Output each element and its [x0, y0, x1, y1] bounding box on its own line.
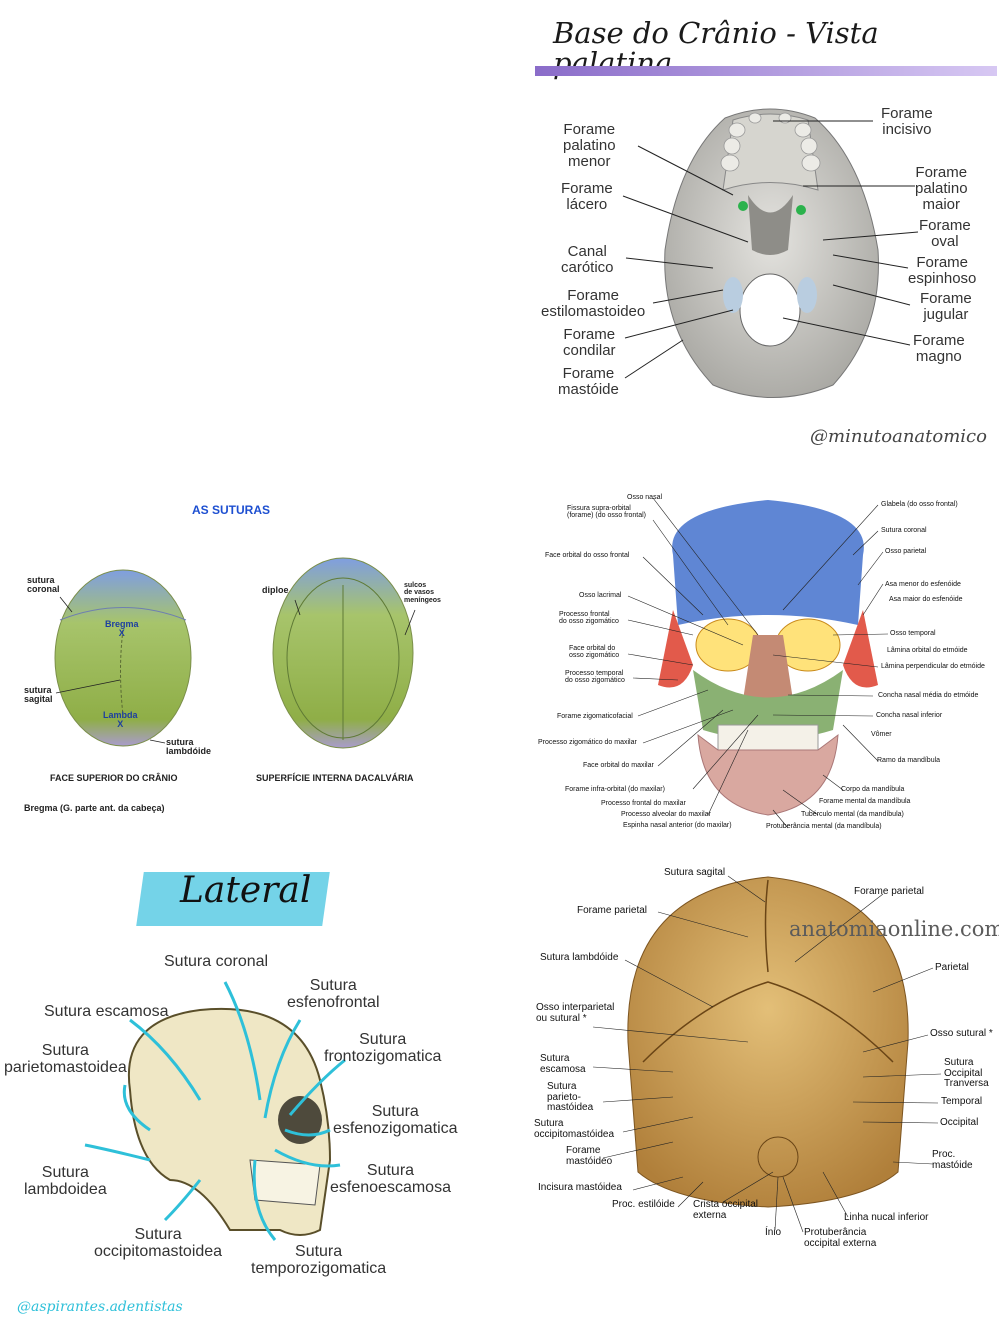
- anterior-label-osso-parietal: Osso parietal: [885, 548, 927, 555]
- suturas-footnote: Bregma (G. parte ant. da cabeça): [24, 803, 165, 813]
- posterior-label-inio: Ínio: [765, 1227, 782, 1238]
- anterior-skull-illustration: [627, 497, 889, 829]
- anterior-label-osso-lacrimal: Osso lacrimal: [579, 592, 622, 599]
- anterior-label-protuberancia-mental: Protuberância mental (da mandíbula): [766, 823, 882, 830]
- posterior-label-osso-interparietal: Osso interparietal ou sutural *: [536, 1002, 615, 1024]
- posterior-label-proc-mastoide: Proc. mastóide: [932, 1149, 973, 1171]
- palatina-label-forame-palatino-menor: Forame palatino menor: [563, 121, 616, 170]
- suturas-illustration: [54, 557, 416, 749]
- palatina-panel: Base do Crânio - Vista palatina: [533, 0, 999, 470]
- posterior-label-forame-parietal-l: Forame parietal: [577, 905, 648, 916]
- posterior-label-protuberancia-occ: Protuberância occipital externa: [804, 1227, 877, 1249]
- lateral-label-sutura-esfenozigomatica: Sutura esfenozigomatica: [333, 1103, 458, 1137]
- lateral-label-sutura-parietomastoidea: Sutura parietomastoidea: [4, 1042, 127, 1076]
- anterior-label-proc-temporal-zig: Processo temporal do osso zigomático: [565, 670, 625, 685]
- anterior-label-concha-media: Concha nasal média do etmóide: [878, 692, 979, 699]
- anterior-label-forame-mental: Forame mental da mandíbula: [819, 798, 911, 805]
- suturas-label-sagital: sutura sagital: [24, 685, 53, 705]
- posterior-label-sutura-sagital: Sutura sagital: [664, 867, 726, 878]
- suturas-label-sulcos: sulcos de vasos meníngeos: [404, 582, 441, 604]
- posterior-label-sutura-parieto: Sutura parieto- mastóidea: [547, 1081, 594, 1113]
- anterior-label-proc-frontal-maxilar: Processo frontal do maxilar: [601, 800, 686, 807]
- palatina-label-forame-palatino-maior: Forame palatino maior: [915, 164, 968, 213]
- anterior-label-glabela: Glabela (do osso frontal): [881, 501, 958, 508]
- anterior-label-forame-zigomatico: Forame zigomaticofacial: [557, 713, 633, 720]
- suturas-panel: AS SUTURAS sutura coronal Bregma X sutur…: [0, 490, 480, 830]
- anterior-label-fissura: Fissura supra-orbital (forame) (do osso …: [567, 505, 646, 520]
- posterior-watermark: anatomiaonline.com: [789, 917, 999, 941]
- palatina-label-forame-oval: Forame oval: [919, 217, 971, 250]
- anterior-panel: Osso nasal Fissura supra-orbital (forame…: [533, 485, 999, 840]
- suturas-label-coronal: sutura coronal: [27, 575, 60, 595]
- posterior-label-temporal: Temporal: [941, 1096, 983, 1107]
- posterior-label-parietal: Parietal: [935, 962, 969, 973]
- anterior-label-corpo-mandibula: Corpo da mandíbula: [841, 786, 905, 793]
- anterior-label-asa-maior: Asa maior do esfenóide: [889, 596, 963, 603]
- lateral-skull-illustration: [84, 981, 346, 1241]
- palatina-skull-illustration: [622, 108, 919, 398]
- anterior-label-espinha-nasal: Espinha nasal anterior (do maxilar): [623, 822, 732, 829]
- palatina-label-forame-condilar: Forame condilar: [563, 326, 616, 359]
- palatina-label-forame-lacero: Forame lácero: [561, 180, 613, 213]
- palatina-label-forame-jugular: Forame jugular: [920, 290, 972, 323]
- anterior-label-face-orbital-frontal: Face orbital do osso frontal: [545, 552, 630, 559]
- posterior-label-sutura-occipito: Sutura occipitomastóidea: [534, 1118, 615, 1140]
- anterior-label-concha-inferior: Concha nasal inferior: [876, 712, 943, 719]
- anterior-label-proc-zig-maxilar: Processo zigomático do maxilar: [538, 739, 637, 746]
- posterior-panel: anatomiaonline.com Sutura sagital Forame…: [533, 862, 999, 1262]
- lateral-panel: Lateral Sutura coronal Sutura esfenofron…: [0, 860, 480, 1327]
- anterior-label-osso-temporal: Osso temporal: [890, 630, 936, 637]
- lateral-label-sutura-esfenofrontal: Sutura esfenofrontal: [287, 977, 380, 1011]
- lateral-label-sutura-lambdoidea: Sutura lambdoidea: [24, 1164, 107, 1198]
- lateral-title: Lateral: [180, 870, 312, 911]
- anterior-label-vomer: Vômer: [871, 731, 892, 738]
- suturas-label-bregma: Bregma X: [105, 619, 139, 639]
- anterior-label-forame-infra: Forame infra-orbital (do maxilar): [565, 786, 665, 793]
- palatina-label-forame-estilomastoideo: Forame estilomastoideo: [541, 287, 646, 320]
- anterior-label-proc-frontal-zig: Processo frontal do osso zigomático: [559, 611, 619, 626]
- posterior-label-sutura-occ-transv: Sutura Occipital Tranversa: [944, 1057, 989, 1089]
- palatina-label-forame-mastoide: Forame mastóide: [558, 365, 619, 398]
- lateral-label-sutura-temporozigomatica: Sutura temporozigomatica: [251, 1243, 387, 1277]
- suturas-label-lambdoide: sutura lambdóide: [166, 737, 212, 757]
- palatina-watermark: @minutoanatomico: [810, 426, 987, 447]
- posterior-label-linha-nucal: Linha nucal inferior: [844, 1212, 929, 1223]
- lateral-label-sutura-occipitomastoidea: Sutura occipitomastoidea: [94, 1226, 223, 1260]
- posterior-label-forame-mastoideo: Forame mastóideo: [566, 1145, 613, 1167]
- posterior-label-sutura-escamosa: Sutura escamosa: [540, 1053, 586, 1075]
- palatina-label-forame-incisivo: Forame incisivo: [881, 105, 933, 138]
- anterior-label-ramo-mandibula: Ramo da mandíbula: [877, 757, 941, 764]
- anterior-label-lamina-perp: Lâmina perpendicular do etmóide: [881, 663, 985, 670]
- lateral-label-sutura-escamosa: Sutura escamosa: [44, 1003, 169, 1020]
- suturas-left-caption: FACE SUPERIOR DO CRÂNIO: [50, 773, 178, 783]
- anterior-label-asa-menor: Asa menor do esfenóide: [885, 581, 961, 588]
- posterior-label-proc-estiloide: Proc. estilóide: [612, 1199, 675, 1210]
- anterior-label-face-orbital-zig: Face orbital do osso zigomático: [569, 645, 620, 660]
- anterior-label-tuberculo: Tubérculo mental (da mandíbula): [801, 811, 904, 818]
- posterior-label-sutura-lambdoide: Sutura lambdóide: [540, 952, 619, 963]
- palatina-label-forame-espinhoso: Forame espinhoso: [908, 254, 977, 287]
- anterior-label-lamina-orbital: Lâmina orbital do etmóide: [887, 647, 968, 654]
- anterior-label-proc-alveolar: Processo alveolar do maxilar: [621, 811, 711, 818]
- lateral-label-sutura-esfenoescamosa: Sutura esfenoescamosa: [330, 1162, 451, 1196]
- suturas-right-caption: SUPERFÍCIE INTERNA DACALVÁRIA: [256, 773, 414, 783]
- posterior-label-occipital: Occipital: [940, 1117, 979, 1128]
- posterior-skull-illustration: [592, 875, 942, 1233]
- posterior-label-forame-parietal-r: Forame parietal: [854, 886, 925, 897]
- suturas-label-lambda: Lambda X: [103, 710, 138, 730]
- suturas-label-diploe: diploe: [262, 585, 289, 595]
- anterior-label-face-orbital-maxilar: Face orbital do maxilar: [583, 762, 654, 769]
- posterior-label-osso-sutural: Osso sutural *: [930, 1028, 993, 1039]
- palatina-label-forame-magno: Forame magno: [913, 332, 965, 365]
- suturas-title: AS SUTURAS: [192, 503, 271, 517]
- posterior-label-incisura: Incisura mastóidea: [538, 1182, 622, 1193]
- palatina-title-bar: [535, 66, 997, 76]
- posterior-label-crista: Crista occipital externa: [693, 1199, 759, 1221]
- anterior-label-osso-nasal: Osso nasal: [627, 494, 663, 501]
- lateral-label-sutura-coronal: Sutura coronal: [164, 953, 269, 970]
- palatina-label-canal-carotico: Canal carótico: [561, 243, 614, 276]
- lateral-watermark: @aspirantes.adentistas: [17, 1299, 183, 1315]
- lateral-label-sutura-frontozigomatica: Sutura frontozigomatica: [324, 1031, 442, 1065]
- anterior-label-sutura-coronal: Sutura coronal: [881, 527, 927, 534]
